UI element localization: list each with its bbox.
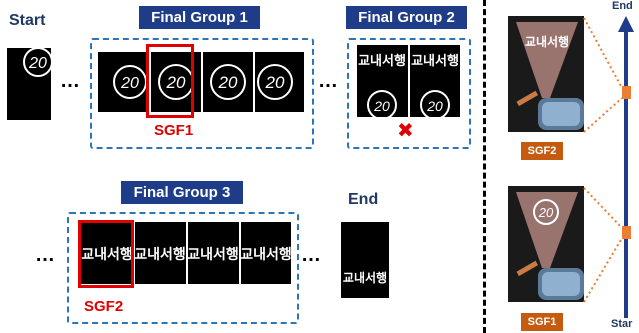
frame-g3-1: 교내서행 xyxy=(80,222,133,284)
svg-text:20: 20 xyxy=(538,205,554,220)
group-1-title: Final Group 1 xyxy=(139,6,260,29)
ellipsis-1: … xyxy=(60,70,81,92)
sgf1-highlight xyxy=(146,44,194,118)
frame-g2-2: 교내서행 20 xyxy=(408,45,460,117)
frame-g3-3: 교내서행 xyxy=(186,222,239,284)
group-2-title: Final Group 2 xyxy=(346,6,467,29)
svg-text:20: 20 xyxy=(265,73,285,92)
svg-text:교내서행: 교내서행 xyxy=(525,34,569,49)
start-label: Start xyxy=(9,12,46,29)
svg-text:교내서행: 교내서행 xyxy=(343,270,387,285)
svg-text:교내서행: 교내서행 xyxy=(135,247,186,263)
frame-g3-2: 교내서행 xyxy=(133,222,186,284)
speed-sign-text: 20 xyxy=(28,55,47,72)
end-label: End xyxy=(348,191,379,208)
frame-g3-4: 교내서행 xyxy=(239,222,291,284)
end-frame: 교내서행 xyxy=(341,222,389,298)
sgf2-badge: SGF2 xyxy=(521,142,563,160)
group-1-frames: 20 20 20 20 xyxy=(98,52,304,112)
scene-sgf2: 교내서행 xyxy=(508,16,584,132)
svg-text:20: 20 xyxy=(373,98,390,114)
frame-3: 20 xyxy=(201,52,253,112)
timeline-end-label: End xyxy=(612,0,633,12)
frame-1: 20 xyxy=(98,52,149,112)
group-2-frames: 교내서행 20 교내서행 20 xyxy=(357,45,460,117)
frame-4: 20 xyxy=(253,52,304,112)
svg-text:교내서행: 교내서행 xyxy=(81,247,133,263)
section-divider xyxy=(483,0,486,333)
group-3-box xyxy=(67,212,299,324)
ellipsis-2: … xyxy=(318,70,339,92)
group-3-title: Final Group 3 xyxy=(121,181,243,204)
group-1-box xyxy=(90,38,314,149)
svg-text:교내서행: 교내서행 xyxy=(241,247,291,263)
svg-text:교내서행: 교내서행 xyxy=(358,53,406,69)
speed-sign-icon: 20 xyxy=(23,48,51,77)
svg-text:교내서행: 교내서행 xyxy=(188,247,239,263)
svg-text:20: 20 xyxy=(218,73,238,92)
reject-icon: ✖ xyxy=(397,118,414,142)
timeline-start-label: Star xyxy=(611,318,633,330)
robot-camera-scene-icon-2: 20 xyxy=(516,192,584,300)
sgf2-label: SGF2 xyxy=(84,298,124,315)
sgf2-highlight xyxy=(78,220,134,288)
frame-g2-1: 교내서행 20 xyxy=(357,45,408,117)
svg-text:20: 20 xyxy=(120,75,139,92)
timeline-arrow xyxy=(583,16,634,318)
svg-text:20: 20 xyxy=(426,98,443,114)
scene-sgf1: 20 xyxy=(508,186,584,302)
sgf1-label: SGF1 xyxy=(154,122,194,139)
ellipsis-3: … xyxy=(35,244,56,266)
start-frame: 20 xyxy=(7,48,51,120)
svg-text:20: 20 xyxy=(166,73,186,92)
group-2-box xyxy=(347,38,471,149)
group-3-frames: 교내서행 교내서행 교내서행 교내서행 xyxy=(80,222,291,284)
svg-text:교내서행: 교내서행 xyxy=(411,53,459,69)
robot-camera-scene-icon: 교내서행 xyxy=(516,22,584,130)
ellipsis-4: … xyxy=(301,244,322,266)
sgf1-badge: SGF1 xyxy=(521,313,563,331)
